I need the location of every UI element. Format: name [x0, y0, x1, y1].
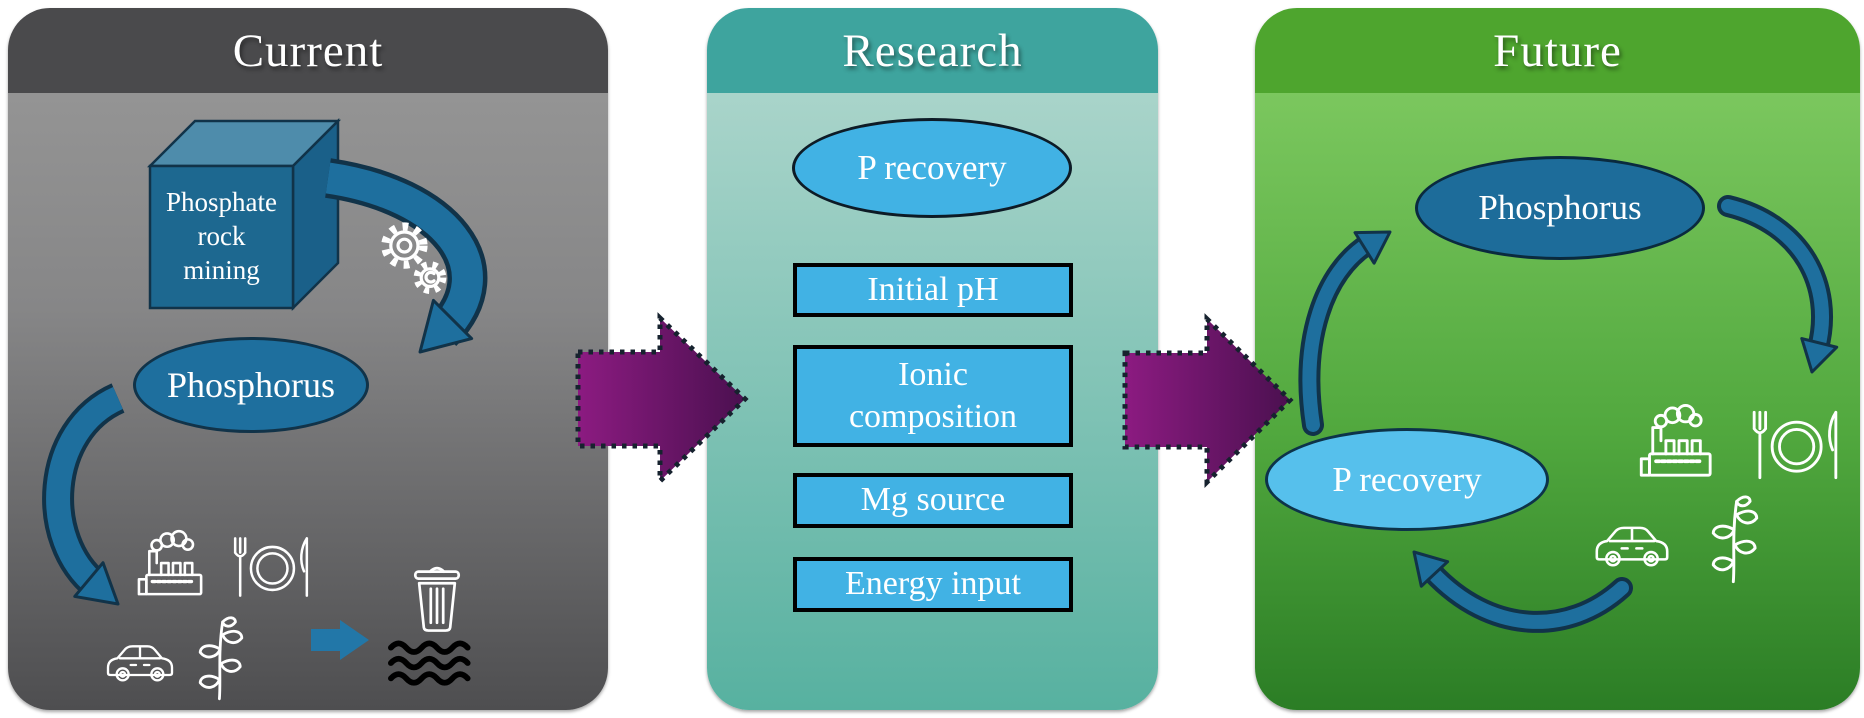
waves-icon: [386, 640, 486, 688]
panel-current-title: Current: [232, 24, 384, 77]
p-recovery-ellipse-research: P recovery: [792, 118, 1072, 218]
panel-current-header: Current: [8, 8, 608, 93]
plant-icon: [1699, 493, 1771, 585]
panel-future: Future: [1255, 8, 1860, 710]
car-icon: [100, 628, 180, 694]
panel-research-header: Research: [707, 8, 1158, 93]
p-recovery-ellipse-future: P recovery: [1265, 428, 1549, 531]
panel-research-title: Research: [842, 24, 1023, 77]
research-box-ionic-composition: Ionic composition: [793, 345, 1073, 447]
plant-icon: [189, 613, 253, 703]
panel-future-header: Future: [1255, 8, 1860, 93]
factory-icon: [1638, 399, 1720, 489]
trash-icon: [406, 560, 468, 636]
research-box-energy-input: Energy input: [793, 557, 1073, 612]
meal-icon: [1746, 400, 1844, 490]
panel-future-title: Future: [1493, 24, 1622, 77]
research-box-mg-source: Mg source: [793, 473, 1073, 528]
phosphate-rock-mining-label: Phosphate rock mining: [166, 187, 277, 285]
research-box-initial-ph: Initial pH: [793, 263, 1073, 317]
phosphorus-ellipse-current: Phosphorus: [133, 337, 369, 433]
phosphorus-ellipse-future: Phosphorus: [1415, 156, 1705, 260]
factory-icon: [136, 521, 210, 611]
gears-icon: [374, 208, 454, 304]
meal-icon: [228, 522, 314, 612]
car-icon: [1588, 510, 1676, 578]
